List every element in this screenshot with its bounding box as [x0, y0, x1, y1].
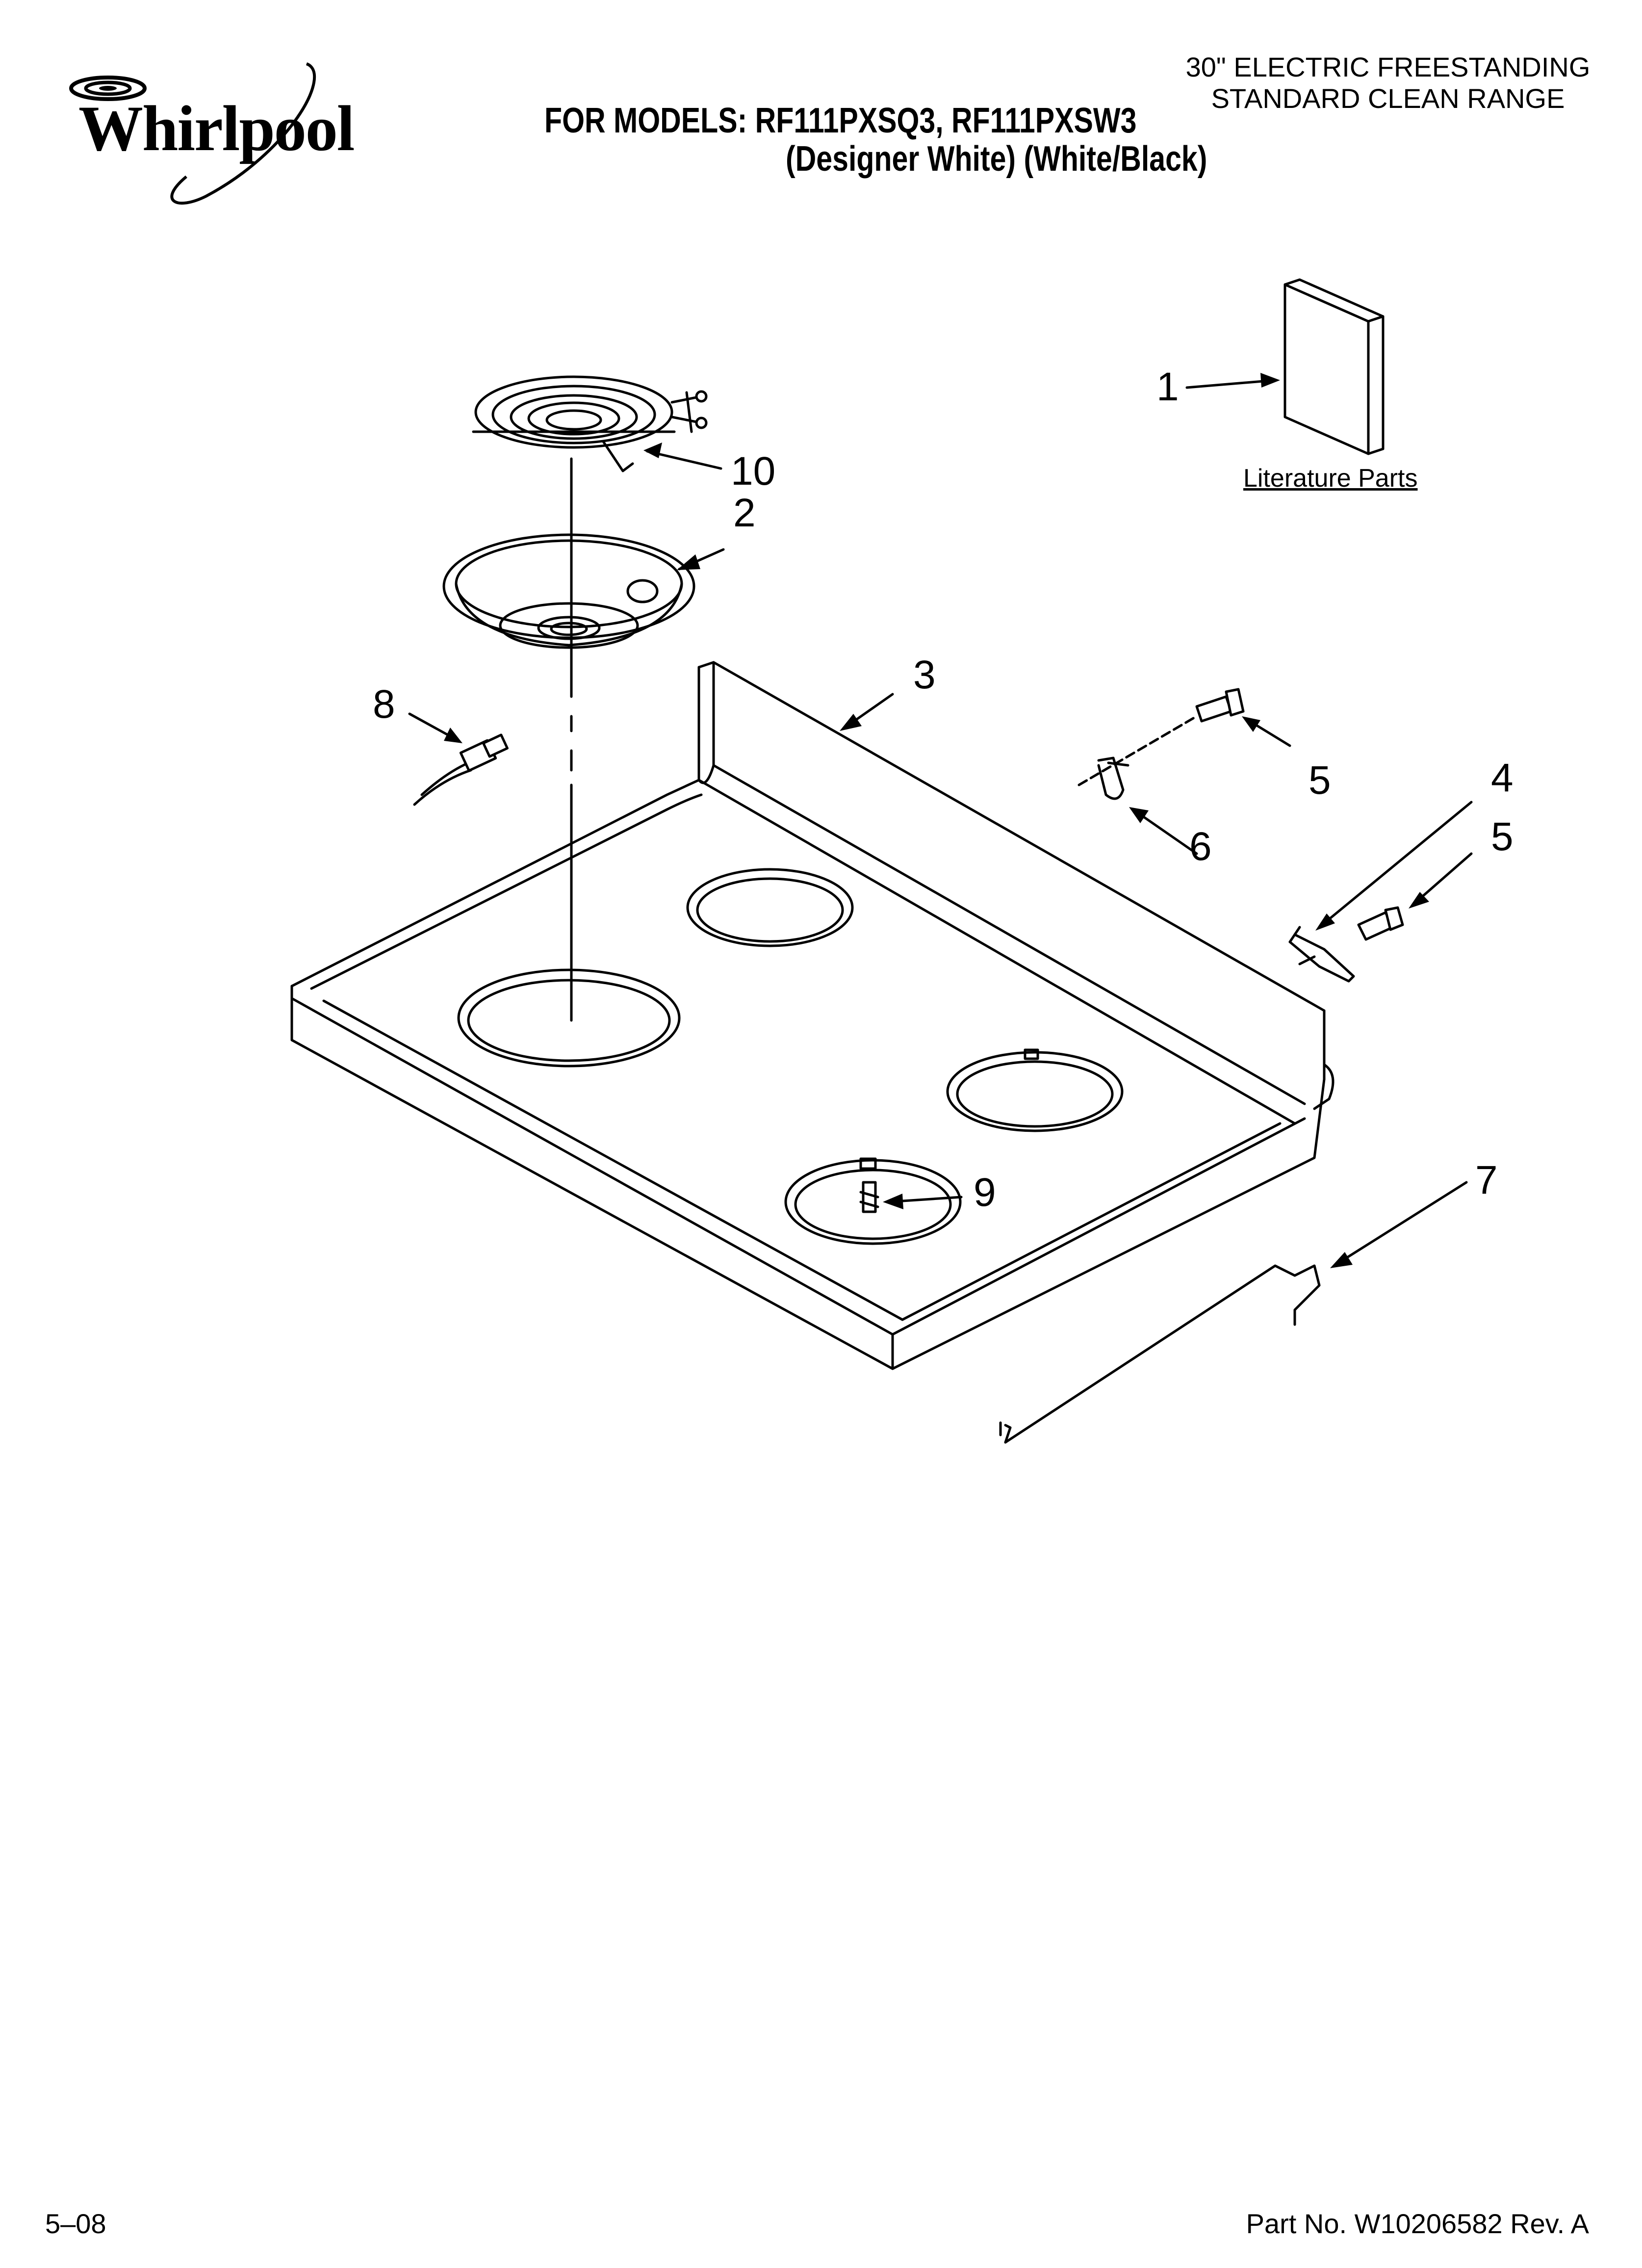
literature-parts-label: Literature Parts: [1243, 464, 1418, 493]
callout-4: 4: [1491, 756, 1514, 800]
callout-6: 6: [1189, 824, 1212, 869]
brand-wordmark: Whirlpool: [78, 92, 355, 164]
anti-tip-clip: [1097, 756, 1129, 800]
callout-5-lower: 5: [1491, 814, 1514, 859]
product-description: 30" ELECTRIC FREESTANDING STANDARD CLEAN…: [1167, 52, 1609, 114]
callout-1: 1: [1156, 365, 1179, 409]
cooktop: [290, 661, 1334, 1370]
support-rod: [999, 1264, 1321, 1444]
callout-7: 7: [1475, 1158, 1498, 1202]
callout-8: 8: [373, 682, 395, 727]
product-line-1: 30" ELECTRIC FREESTANDING: [1185, 52, 1591, 82]
literature-booklet: [1283, 278, 1385, 455]
wire-connector: [413, 733, 509, 806]
callout-leaders: [408, 379, 1473, 1267]
bracket: [1288, 926, 1355, 983]
part-number: Part No. W10206582 Rev. A: [1246, 2208, 1589, 2239]
surface-element: [472, 375, 708, 472]
product-line-2: STANDARD CLEAN RANGE: [1211, 83, 1565, 114]
burner-screw: [859, 1181, 879, 1213]
colors-line: (Designer White) (White/Black): [786, 139, 1207, 179]
callout-9: 9: [974, 1170, 996, 1215]
whirlpool-swirl-icon: [69, 62, 316, 205]
brand-logo: [59, 54, 353, 211]
callout-arrowheads: [444, 373, 1429, 1268]
callout-2: 2: [733, 491, 756, 535]
screw-lower: [1357, 906, 1404, 941]
revision-date: 5–08: [45, 2208, 106, 2239]
drip-bowl: [442, 533, 695, 649]
callout-3: 3: [913, 652, 936, 697]
callout-10: 10: [731, 449, 776, 494]
screw-upper: [1078, 688, 1245, 786]
models-line: FOR MODELS: RF111PXSQ3, RF111PXSW3: [544, 101, 1137, 140]
callout-5-upper: 5: [1308, 758, 1331, 803]
